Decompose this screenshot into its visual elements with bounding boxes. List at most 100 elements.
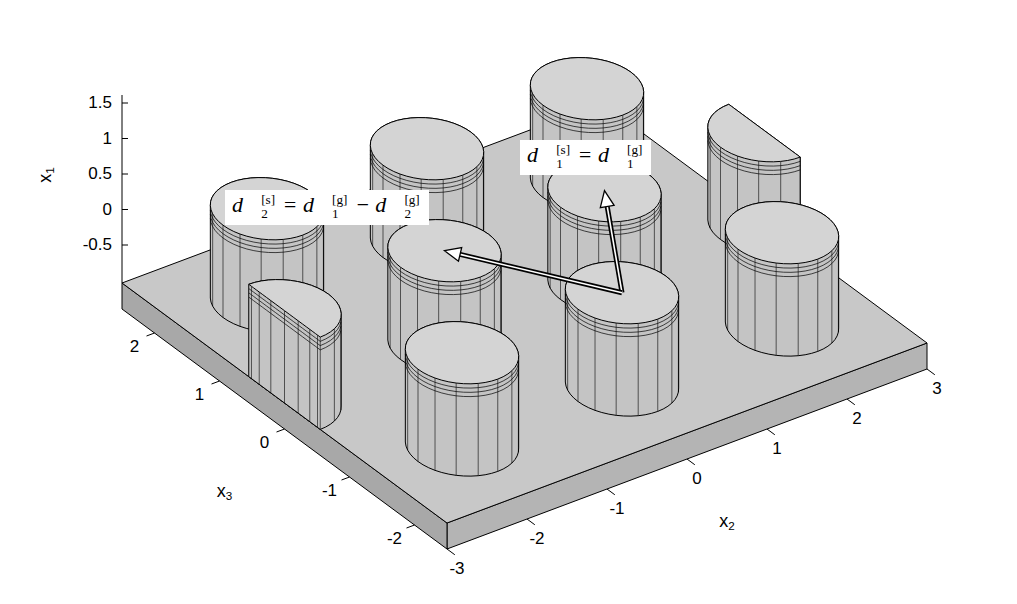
cylinder-ring — [383, 178, 388, 181]
cylinder-ring — [650, 222, 654, 225]
cylinder-ring — [565, 298, 567, 302]
cylinder-ring — [550, 204, 553, 208]
cylinder-ring — [313, 344, 316, 346]
cylinder-ring — [837, 248, 838, 252]
cylinder-ring — [645, 325, 652, 326]
cylinder-ring — [387, 256, 389, 260]
cylinders — [210, 58, 838, 477]
cylinder-ring — [250, 289, 252, 290]
cylinder-ring — [411, 282, 417, 285]
cylinder-ring — [446, 294, 453, 295]
cylinder-ring — [574, 126, 581, 127]
cylinder-facet — [251, 286, 252, 378]
cylinder-ring — [497, 270, 499, 274]
cylinder-ring — [319, 348, 321, 350]
cylinder-ring — [423, 377, 429, 380]
cylinder-ring — [320, 232, 322, 236]
cylinder-ring — [383, 174, 388, 177]
cylinder-ring — [485, 390, 492, 391]
cylinder-ring — [628, 232, 635, 233]
cylinder-ring — [503, 378, 508, 381]
cylinder-ring — [471, 396, 478, 397]
cylinder-ring — [418, 373, 423, 376]
cylinder-ring — [261, 251, 268, 253]
cylinder-ring — [566, 302, 568, 306]
cylinder-ring — [334, 338, 337, 341]
cylinder-ring — [578, 318, 583, 321]
cylinder-ring — [340, 330, 341, 334]
cylinder-ring — [271, 309, 275, 312]
cylinder-ring — [755, 267, 762, 269]
cylinder-ring — [500, 270, 501, 274]
cylinder-facet — [657, 319, 658, 411]
cylinder-ring — [330, 337, 334, 340]
slab — [122, 103, 927, 549]
cylinder-ring — [247, 240, 254, 242]
cylinder-ring — [609, 330, 616, 331]
tick-label: 1 — [772, 439, 781, 459]
cylinder-ring — [591, 224, 598, 225]
cylinder-ring — [219, 230, 223, 234]
tick-mark — [447, 549, 455, 555]
cylinder-ring — [515, 368, 517, 372]
tick-mark — [687, 459, 695, 465]
cylinder-ring — [486, 276, 491, 279]
cylinder-ring — [638, 326, 645, 328]
cylinder-ring — [228, 233, 234, 236]
cylinder-ring — [549, 205, 551, 209]
cylinder-ring — [468, 174, 473, 177]
cylinder-ring — [251, 295, 253, 297]
cylinder-ring — [596, 123, 603, 124]
cylinder-facet — [418, 369, 419, 461]
cylinder-ring — [406, 279, 412, 282]
cylinder-ring — [784, 276, 791, 277]
cylinder-ring — [303, 246, 308, 248]
cylinder-ring — [589, 324, 595, 327]
cylinder-facet — [511, 371, 512, 463]
cylinder-ring — [570, 310, 573, 314]
cylinder-ring — [828, 264, 832, 267]
cylinder-ring — [515, 376, 517, 380]
cylinder-ring — [759, 173, 766, 175]
cylinder-body — [405, 322, 518, 477]
cylinder-ring — [512, 372, 515, 375]
cylinder-ring — [471, 391, 478, 392]
cylinder-ring — [408, 366, 411, 370]
cylinder-ring — [832, 260, 835, 263]
cylinder-ring — [450, 181, 457, 182]
cylinder-ring — [578, 322, 583, 325]
tick-mark — [147, 333, 155, 336]
cylinder-ring — [591, 233, 598, 234]
cylinder-ring — [326, 336, 331, 339]
cylinder-ring — [213, 218, 216, 222]
tick-mark — [607, 489, 615, 495]
cylinder-ring — [468, 178, 473, 181]
cylinder — [405, 322, 518, 477]
cylinder-ring — [334, 330, 337, 333]
cylinder-ring — [337, 330, 339, 334]
cylinder-ring — [805, 270, 812, 271]
cylinder-ring — [565, 302, 567, 306]
cylinder-facet — [456, 383, 457, 475]
cylinder-ring — [330, 333, 334, 336]
cylinder-ring — [553, 204, 556, 208]
cylinder-ring — [421, 187, 428, 189]
cylinder-ring — [738, 169, 745, 171]
tick-mark — [277, 429, 285, 432]
cylinder-ring — [613, 229, 620, 230]
cylinder-ring — [492, 383, 498, 385]
cylinder-ring — [530, 98, 532, 102]
cylinder-ring — [762, 264, 769, 266]
cylinder-ring — [283, 246, 290, 248]
cylinder-ring — [657, 214, 659, 218]
cylinder-ring — [533, 107, 536, 111]
cylinder-ring — [603, 122, 610, 124]
tick-label: -1 — [322, 481, 337, 501]
cylinder-facet — [518, 360, 519, 452]
tick-label: 1 — [195, 385, 204, 405]
cylinder-ring — [660, 202, 661, 206]
vector-shaft-core — [460, 254, 622, 292]
cylinder-ring — [633, 111, 637, 114]
cylinder-ring — [759, 169, 766, 171]
cylinder-ring — [498, 390, 503, 392]
